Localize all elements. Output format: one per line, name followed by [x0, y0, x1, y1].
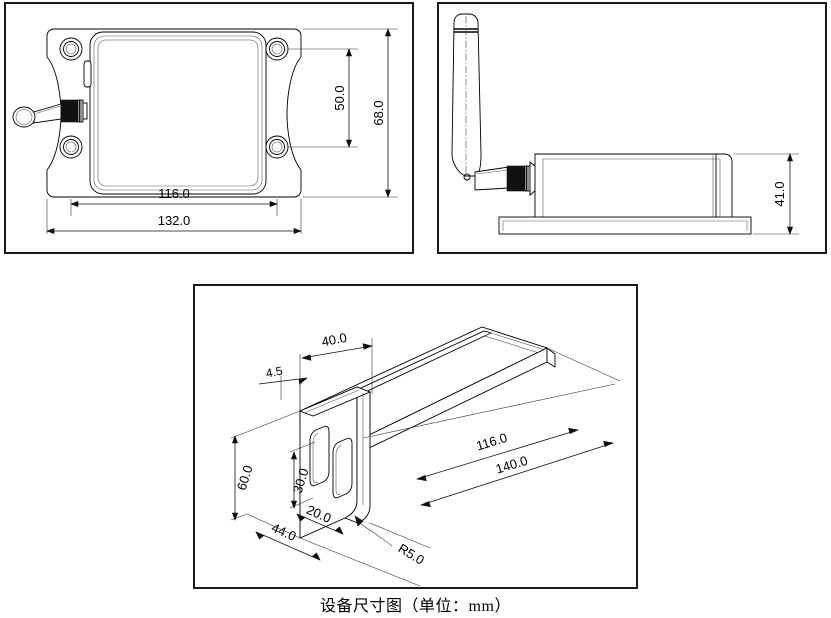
dimension-60: 60.0	[230, 431, 256, 521]
mounting-hole-top-left	[59, 37, 83, 61]
panel-side-view: 41.0	[437, 2, 827, 254]
dimension-label-132: 132.0	[158, 213, 191, 228]
dimension-140: 140.0	[420, 440, 614, 508]
dimension-68: 68.0	[303, 28, 398, 198]
side-view-drawing: 41.0	[451, 13, 799, 235]
dimension-116: 116.0	[70, 186, 278, 216]
corner-radius-marker	[354, 515, 364, 527]
mounting-hole-bottom-left	[59, 135, 83, 159]
dimension-label-4-5: 4.5	[265, 364, 284, 381]
antenna-assembly	[12, 99, 88, 128]
dimension-label-116-iso: 116.0	[474, 430, 509, 454]
panel-iso-view: 40.0 4.5 116.0 140.0	[193, 284, 638, 589]
dimension-label-50: 50.0	[332, 85, 347, 110]
dimension-label-140: 140.0	[494, 453, 530, 477]
base-flange	[498, 216, 752, 235]
device-flange-outline	[46, 28, 302, 198]
iso-view-drawing: 40.0 4.5 116.0 140.0	[230, 326, 621, 587]
figure-caption: 设备尺寸图（单位：mm）	[320, 598, 511, 615]
device-enclosure	[534, 153, 733, 220]
dimension-label-40: 40.0	[320, 330, 348, 350]
dimension-label-44: 44.0	[269, 520, 298, 544]
dimension-label-116: 116.0	[158, 186, 190, 201]
dimension-label-68: 68.0	[371, 100, 386, 125]
dimension-4-5: 4.5	[258, 364, 308, 411]
sma-connector	[506, 161, 537, 196]
bracket-plate	[298, 386, 372, 539]
antenna-hinge	[474, 166, 510, 191]
mounting-hole-bottom-right	[265, 135, 289, 159]
side-button	[83, 60, 92, 88]
dimension-20: 20.0	[296, 502, 344, 535]
dimension-label-60: 60.0	[234, 463, 256, 492]
antenna-upright	[451, 13, 482, 181]
iso-extension-lines	[246, 347, 621, 587]
dimension-50: 50.0	[288, 48, 358, 148]
dimension-41: 41.0	[734, 153, 799, 235]
dimension-r5: R5.0	[360, 523, 427, 568]
dimension-label-41: 41.0	[772, 181, 787, 206]
dimension-label-30: 30.0	[290, 466, 312, 495]
dimension-132: 132.0	[46, 199, 302, 235]
top-view-drawing: 68.0 50.0 116.0	[12, 28, 398, 235]
mounting-hole-top-right	[265, 37, 289, 61]
dimension-30: 30.0	[290, 441, 316, 509]
device-body	[89, 31, 267, 195]
panel-top-view: 68.0 50.0 116.0	[4, 2, 414, 254]
